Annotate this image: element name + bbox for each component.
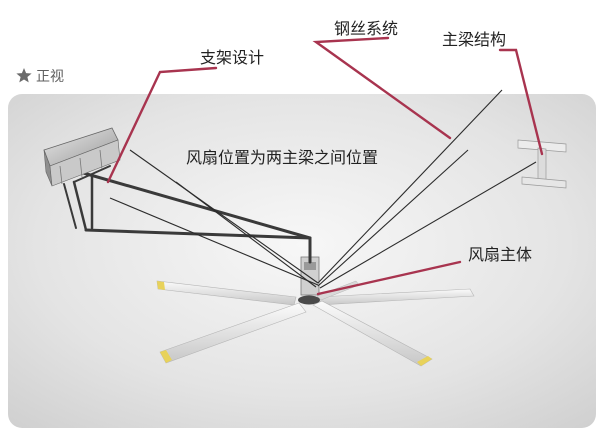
fan-hub-disc — [298, 295, 320, 305]
blade-tip-lower-left — [160, 350, 172, 363]
view-label-group: 正视 — [16, 68, 64, 85]
label-wire-system: 钢丝系统 — [334, 19, 398, 38]
label-main-beam-structure: 主梁结构 — [442, 30, 506, 49]
blade-tip-lower-right — [417, 356, 432, 366]
pointer-lines — [106, 36, 544, 296]
bracket-beam — [43, 127, 121, 187]
label-fan-body: 风扇主体 — [468, 245, 532, 264]
blade-tip-left — [157, 281, 165, 290]
star-icon — [16, 68, 32, 83]
fan-motor-band — [304, 262, 316, 270]
pointer-fan-body — [316, 260, 462, 296]
fan-blades — [156, 280, 475, 367]
view-label: 正视 — [36, 69, 64, 85]
label-bracket-design: 支架设计 — [200, 48, 264, 67]
pointer-bracket-design — [106, 66, 218, 184]
wire-system — [109, 89, 537, 289]
pointer-main-beam — [498, 48, 544, 156]
support-frame — [63, 165, 312, 264]
pointer-wire-system — [312, 36, 452, 140]
main-beam — [517, 139, 567, 189]
label-fan-position: 风扇位置为两主梁之间位置 — [186, 148, 378, 167]
